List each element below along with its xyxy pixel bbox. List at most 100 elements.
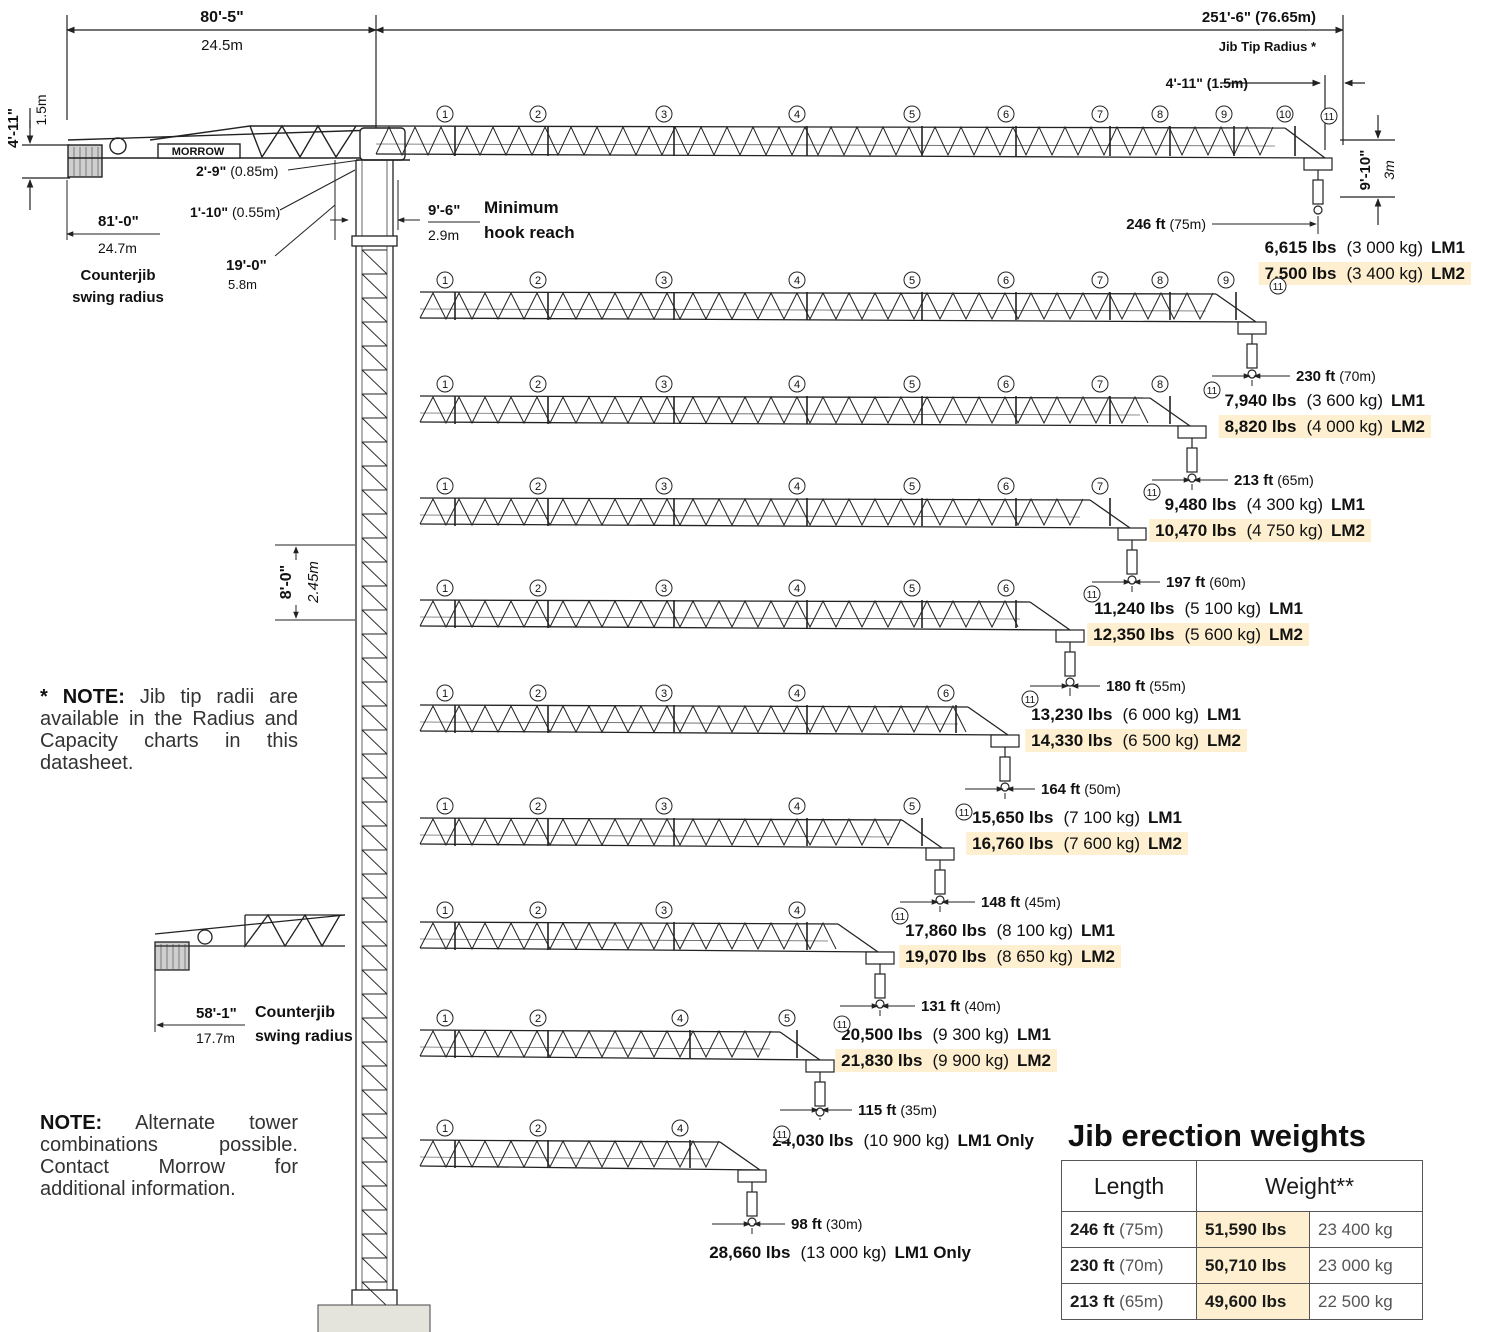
section-marker: 6 — [997, 477, 1015, 495]
section-marker: 7 — [1091, 271, 1109, 289]
svg-text:3: 3 — [661, 905, 667, 917]
section-marker: 6 — [997, 375, 1015, 393]
svg-text:9,480 lbs(4 300 kg)LM1: 9,480 lbs(4 300 kg)LM1 — [1165, 495, 1365, 514]
row-lbs: 49,600 lbs — [1196, 1283, 1310, 1320]
svg-text:11: 11 — [1207, 386, 1218, 397]
jib-truss — [375, 125, 1326, 159]
svg-text:11: 11 — [1025, 695, 1036, 706]
svg-text:16,760 lbs(7 600 kg)LM2: 16,760 lbs(7 600 kg)LM2 — [972, 834, 1182, 853]
load-capacity-lm1: 17,860 lbs(8 100 kg)LM1 — [905, 921, 1115, 940]
section-marker: 2 — [529, 1009, 547, 1027]
svg-text:7: 7 — [1097, 275, 1103, 287]
top-dimensions — [22, 15, 1395, 225]
section-marker: 1 — [436, 579, 454, 597]
section-marker: 4 — [788, 375, 806, 393]
svg-text:1: 1 — [442, 1013, 448, 1025]
counterjib-height-m: 1.5m — [33, 94, 49, 125]
svg-text:2: 2 — [535, 1123, 541, 1135]
section-marker: 4 — [788, 797, 806, 815]
jib-radius: 98 ft(30m) — [712, 1216, 862, 1234]
jib-radius: 148 ft(45m) — [900, 894, 1061, 912]
svg-text:10: 10 — [1279, 109, 1291, 121]
section-marker: 4 — [788, 684, 806, 702]
section-marker: 4 — [788, 477, 806, 495]
svg-text:2'-9"(0.85m): 2'-9"(0.85m) — [196, 163, 278, 179]
section-marker: 2 — [529, 271, 547, 289]
jib-truss — [419, 497, 1131, 529]
jib-radius: 180 ft(55m) — [1030, 678, 1186, 696]
svg-text:4: 4 — [794, 109, 800, 121]
tip-marker: 11 — [1143, 483, 1161, 501]
hook-block — [1303, 157, 1333, 215]
jib-truss — [419, 704, 1009, 736]
svg-text:5: 5 — [909, 109, 915, 121]
alt-cj-label-2: swing radius — [255, 1028, 353, 1045]
load-capacity-lm1: 7,940 lbs(3 600 kg)LM1 — [1225, 391, 1425, 410]
d2-ft: 1'-10" — [190, 204, 228, 220]
radius-label: 197 ft(60m) — [1166, 574, 1246, 591]
svg-text:14,330 lbs(6 500 kg)LM2: 14,330 lbs(6 500 kg)LM2 — [1031, 731, 1241, 750]
tower-dimensions — [66, 159, 480, 1032]
section-marker: 1 — [436, 105, 454, 123]
svg-text:2: 2 — [535, 109, 541, 121]
svg-text:5: 5 — [909, 801, 915, 813]
table-header-row: Length Weight** — [1061, 1160, 1423, 1212]
tip-marker: 11 — [891, 907, 909, 925]
load-capacity-lm2: 8,820 lbs(4 000 kg)LM2 — [1218, 415, 1431, 438]
min-hook-label-1: Minimum — [484, 198, 559, 217]
section-marker: 2 — [529, 579, 547, 597]
svg-text:21,830 lbs(9 900 kg)LM2: 21,830 lbs(9 900 kg)LM2 — [841, 1051, 1051, 1070]
section-marker: 7 — [1091, 477, 1109, 495]
svg-text:8,820 lbs(4 000 kg)LM2: 8,820 lbs(4 000 kg)LM2 — [1225, 417, 1425, 436]
svg-text:6: 6 — [1003, 583, 1009, 595]
jib-radius: 230 ft(70m) — [1212, 368, 1376, 386]
svg-text:1: 1 — [442, 801, 448, 813]
jib-radius: 164 ft(50m) — [965, 781, 1121, 799]
radius-label: 180 ft(55m) — [1106, 678, 1186, 695]
svg-text:2: 2 — [535, 801, 541, 813]
svg-text:9: 9 — [1221, 109, 1227, 121]
svg-text:3: 3 — [661, 481, 667, 493]
svg-text:2: 2 — [535, 481, 541, 493]
note2-body: Alternate tower combinations possible. C… — [40, 1112, 298, 1200]
morrow-logo: MORROW — [172, 146, 225, 158]
jib-truss — [419, 395, 1191, 427]
section-marker: 2 — [529, 684, 547, 702]
table-row: 246 ft (75m) 51,590 lbs 23 400 kg — [1061, 1211, 1423, 1248]
section-marker: 6 — [997, 579, 1015, 597]
svg-text:2: 2 — [535, 379, 541, 391]
svg-text:11: 11 — [1273, 282, 1284, 293]
section-marker: 2 — [529, 105, 547, 123]
hook-block — [1055, 629, 1085, 687]
load-capacity-lm2: 21,830 lbs(9 900 kg)LM2 — [835, 1049, 1057, 1072]
table-row: 213 ft (65m) 49,600 lbs 22 500 kg — [1061, 1283, 1423, 1320]
radius-label: 115 ft(35m) — [858, 1102, 937, 1119]
hook-block — [990, 734, 1020, 792]
section-marker: 5 — [903, 375, 921, 393]
section-marker: 5 — [903, 271, 921, 289]
svg-text:3: 3 — [661, 801, 667, 813]
section-marker: 1 — [436, 375, 454, 393]
section-marker: 1 — [436, 271, 454, 289]
row-kg: 23 400 kg — [1309, 1211, 1423, 1248]
section-marker: 5 — [903, 477, 921, 495]
jib-tip-radius-label: Jib Tip Radius * — [1219, 39, 1317, 54]
section-marker: 2 — [529, 797, 547, 815]
section-marker: 3 — [655, 901, 673, 919]
counterjib-length-ft: 80'-5" — [200, 9, 243, 26]
row-lbs: 50,710 lbs — [1196, 1247, 1310, 1284]
svg-text:2: 2 — [535, 1013, 541, 1025]
svg-text:10,470 lbs(4 750 kg)LM2: 10,470 lbs(4 750 kg)LM2 — [1155, 521, 1365, 540]
load-capacity-lm1: 28,660 lbs(13 000 kg)LM1 Only — [709, 1243, 971, 1262]
svg-text:4: 4 — [794, 379, 800, 391]
load-capacity-lm2: 16,760 lbs(7 600 kg)LM2 — [966, 832, 1188, 855]
load-capacity-lm2: 14,330 lbs(6 500 kg)LM2 — [1025, 729, 1247, 752]
radius-label: 164 ft(50m) — [1041, 781, 1121, 798]
section-marker: 5 — [903, 579, 921, 597]
